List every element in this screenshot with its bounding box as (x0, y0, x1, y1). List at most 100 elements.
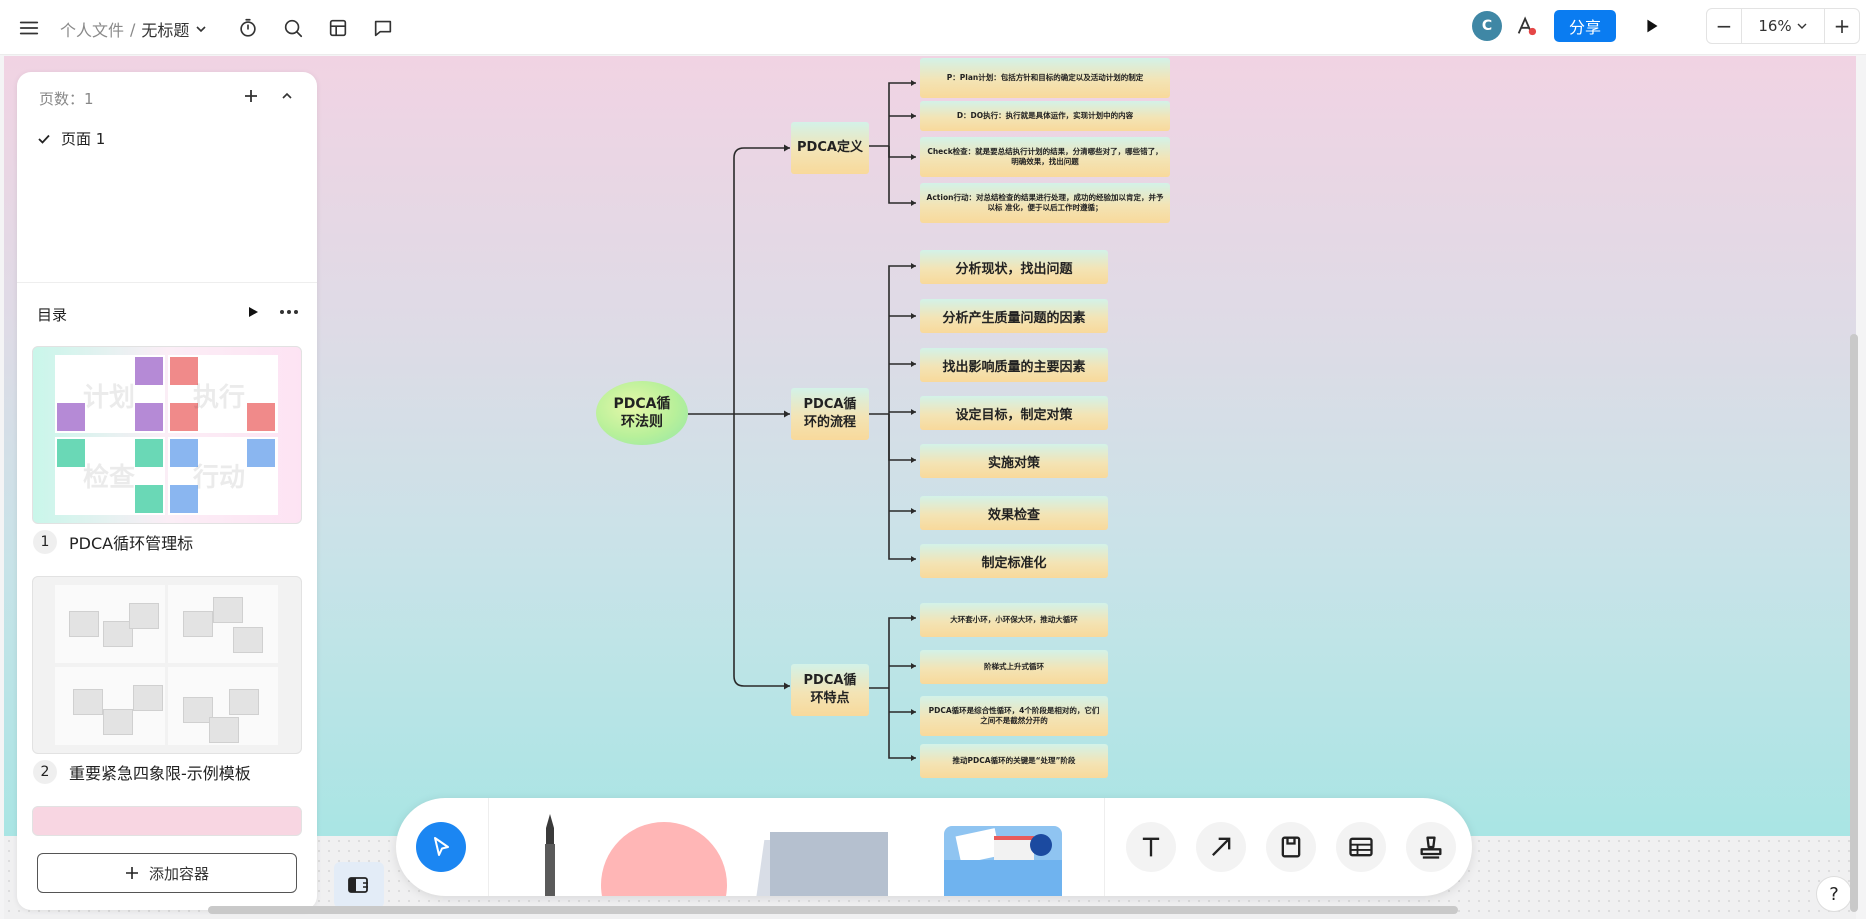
text-tool[interactable] (1126, 822, 1176, 872)
child-node[interactable]: PDCA循环是综合性循环，4个阶段是相对的，它们之间不是截然分开的 (920, 696, 1108, 736)
sticky-note-tool[interactable] (751, 826, 888, 896)
frame-thumbnail-partial[interactable] (32, 806, 302, 836)
child-node[interactable]: 效果检查 (920, 496, 1108, 530)
toc-title: 目录 (37, 306, 68, 324)
frame-title: 重要紧急四象限-示例模板 (69, 764, 251, 783)
child-node[interactable]: 推动PDCA循环的关键是“处理”阶段 (920, 744, 1108, 778)
child-label: Check检查：就是要总结执行计划的结果，分清哪些对了，哪些错了，明确效果，找出… (927, 147, 1163, 166)
zoom-level-value: 16% (1758, 17, 1792, 35)
check-icon (38, 134, 50, 144)
frame-label[interactable]: 1 PDCA循环管理标 (33, 530, 193, 554)
child-label: 大环套小环，小环保大环，推动大循环 (950, 615, 1078, 624)
avatar[interactable]: C (1472, 11, 1502, 41)
branch-node-features[interactable]: PDCA循环特点 (791, 664, 869, 716)
zoom-level-select[interactable]: 16% (1741, 9, 1825, 43)
stamp-tool[interactable] (1406, 822, 1456, 872)
page-item-label: 页面 1 (61, 130, 106, 148)
child-node[interactable]: 制定标准化 (920, 544, 1108, 578)
child-node[interactable]: 阶梯式上升式循环 (920, 650, 1108, 684)
select-cursor-tool[interactable] (416, 822, 466, 872)
present-play-icon[interactable] (1638, 12, 1666, 40)
page-list-item[interactable]: 页面 1 (37, 128, 105, 149)
child-node[interactable]: P：Plan计划：包括方针和目标的确定以及活动计划的制定 (920, 58, 1170, 98)
horizontal-scrollbar[interactable] (208, 906, 1458, 914)
comment-icon[interactable] (369, 14, 397, 42)
root-label: PDCA循环法则 (613, 396, 671, 430)
child-label: 阶梯式上升式循环 (984, 662, 1044, 671)
child-label: 效果检查 (987, 507, 1040, 523)
child-label: 制定标准化 (981, 555, 1047, 571)
branch-label: PDCA定义 (797, 140, 863, 155)
quadrant-watermark: 检查 (83, 463, 136, 493)
child-label: 设定目标，制定对策 (955, 407, 1073, 423)
file-title[interactable]: 无标题 (141, 21, 190, 40)
more-options-icon[interactable] (277, 300, 301, 324)
upload-media-tool[interactable] (944, 826, 1064, 896)
play-icon[interactable] (241, 300, 265, 324)
share-button[interactable]: 分享 (1554, 10, 1616, 42)
child-label: 推动PDCA循环的关键是“处理”阶段 (952, 756, 1076, 765)
branch-label: PDCA循环的流程 (803, 397, 857, 430)
frame-index: 1 (33, 530, 57, 554)
pages-panel: 页数：1 页面 1 目录 计划 执行 检查 行动 (17, 72, 317, 910)
text-icon (1142, 837, 1160, 857)
help-button[interactable]: ? (1816, 876, 1852, 912)
timer-icon[interactable] (234, 14, 262, 42)
shape-tool[interactable] (601, 822, 727, 896)
cursor-icon (434, 837, 449, 856)
add-container-button[interactable]: 添加容器 (37, 853, 297, 893)
branch-node-process[interactable]: PDCA循环的流程 (791, 388, 869, 440)
child-label: PDCA循环是综合性循环，4个阶段是相对的，它们之间不是截然分开的 (928, 706, 1100, 725)
breadcrumb-root[interactable]: 个人文件 (60, 21, 125, 40)
child-node[interactable]: D：DO执行：执行就是具体运作，实现计划中的内容 (920, 101, 1170, 131)
child-label: 分析现状，找出问题 (955, 261, 1073, 277)
quadrant-watermark: 行动 (193, 463, 246, 493)
child-label: 实施对策 (987, 455, 1040, 471)
font-accessibility-icon[interactable] (1512, 12, 1540, 40)
plus-icon (125, 867, 138, 879)
chevron-down-icon[interactable] (195, 23, 207, 35)
search-icon[interactable] (279, 14, 307, 42)
branch-node-definition[interactable]: PDCA定义 (791, 122, 869, 174)
stamp-icon (1420, 836, 1442, 859)
add-page-icon[interactable] (239, 84, 263, 108)
child-node[interactable]: 设定目标，制定对策 (920, 396, 1108, 430)
frame-index: 2 (33, 760, 57, 784)
frame-icon (1281, 836, 1301, 858)
arrow-icon (1212, 837, 1231, 856)
frame-thumbnail-quadrant[interactable] (32, 576, 302, 754)
vertical-scrollbar[interactable] (1850, 334, 1858, 912)
toolbar-separator (1104, 798, 1105, 896)
pen-tool[interactable] (542, 814, 558, 896)
zoom-out-button[interactable]: − (1715, 14, 1733, 38)
child-node[interactable]: Action行动：对总结检查的结果进行处理，成功的经验加以肯定，并予以标 准化，… (920, 183, 1170, 223)
mindmap-root-node[interactable]: PDCA循环法则 (596, 381, 688, 445)
child-node[interactable]: 分析现状，找出问题 (920, 250, 1108, 284)
frame-thumbnail-pdca[interactable]: 计划 执行 检查 行动 (32, 346, 302, 524)
connector-tool[interactable] (1196, 822, 1246, 872)
frame-title: PDCA循环管理标 (69, 534, 194, 553)
table-icon (1349, 837, 1373, 857)
child-node[interactable]: 找出影响质量的主要因素 (920, 348, 1108, 382)
menu-icon[interactable] (15, 14, 43, 42)
breadcrumb: 个人文件 / 无标题 (60, 17, 207, 41)
pen-icon (545, 814, 555, 896)
panel-toggle-icon[interactable] (334, 862, 384, 908)
child-label: 分析产生质量问题的因素 (942, 310, 1086, 326)
table-tool[interactable] (1336, 822, 1386, 872)
add-container-label: 添加容器 (148, 864, 209, 883)
frame-label[interactable]: 2 重要紧急四象限-示例模板 (33, 760, 251, 784)
frame-tool[interactable] (1266, 822, 1316, 872)
toolbar-separator (488, 798, 489, 896)
quadrant-watermark: 计划 (83, 383, 136, 413)
collapse-chevron-icon[interactable] (275, 84, 299, 108)
child-node[interactable]: Check检查：就是要总结执行计划的结果，分清哪些对了，哪些错了，明确效果，找出… (920, 137, 1170, 177)
top-bar: 个人文件 / 无标题 C 分享 − 16% + (0, 0, 1866, 55)
child-node[interactable]: 大环套小环，小环保大环，推动大循环 (920, 603, 1108, 637)
child-node[interactable]: 分析产生质量问题的因素 (920, 299, 1108, 333)
child-label: Action行动：对总结检查的结果进行处理，成功的经验加以肯定，并予以标 准化，… (926, 193, 1164, 212)
zoom-in-button[interactable]: + (1833, 14, 1851, 38)
quadrant-watermark: 执行 (193, 383, 246, 413)
templates-icon[interactable] (324, 14, 352, 42)
child-node[interactable]: 实施对策 (920, 444, 1108, 478)
